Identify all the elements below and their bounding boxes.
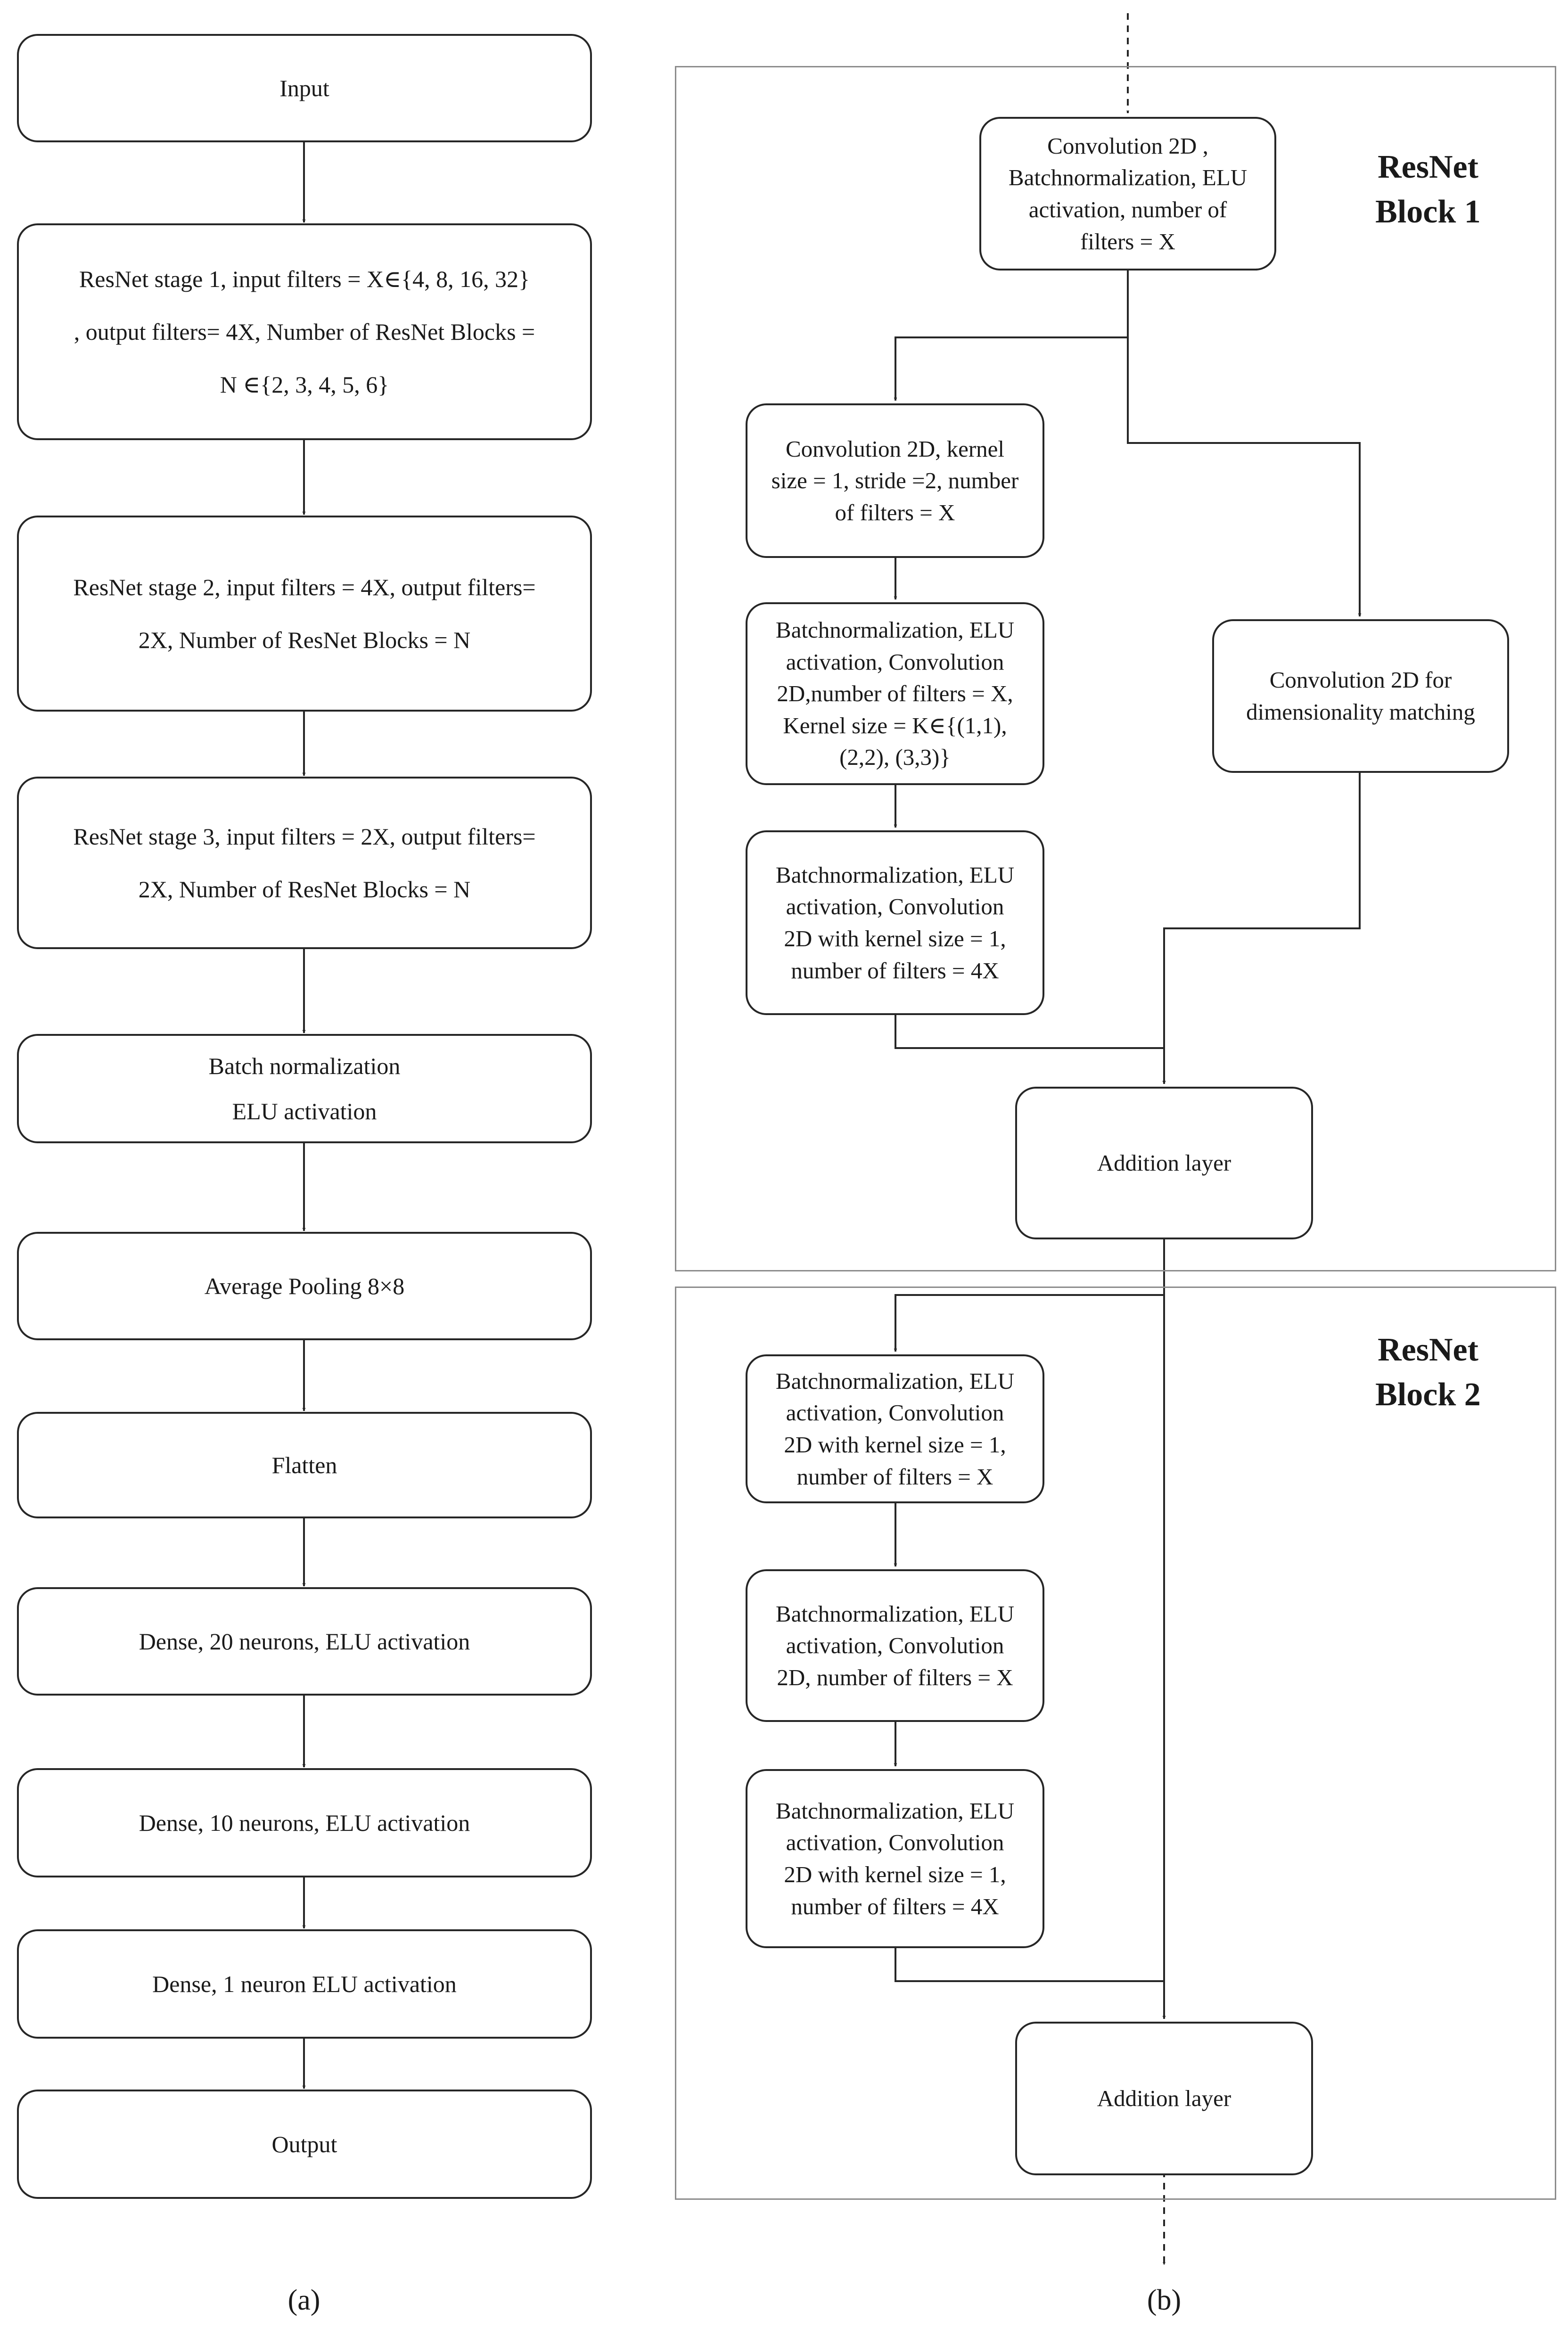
node-text-line: Average Pooling 8×8 [204,1273,405,1299]
arrow-dimmatch-to-addition1 [1162,772,1361,1084]
resnet-block-2-title-line-1: ResNet [1378,1332,1478,1368]
resnet-block-1-frame [675,66,1556,1271]
node-text-line: 2D,number of filters = X, [777,680,1013,707]
node-text-line: ResNet stage 2, input filters = 4X, outp… [73,574,536,600]
block2-bn-conv-b-node: Batchnormalization, ELU activation, Convo… [746,1569,1044,1722]
node-text-line: , output filters= 4X, Number of ResNet B… [74,319,535,345]
block2-bn-conv-c-node: Batchnormalization, ELU activation, Convo… [746,1769,1044,1948]
node-text-line: number of filters = 4X [791,1893,999,1919]
resnet-stage-2-node: ResNet stage 2, input filters = 4X, outp… [17,516,592,712]
node-text-line: Batch normalization [208,1053,401,1079]
node-text-line: 2D with kernel size = 1, [784,926,1006,951]
panel-a-caption: (a) [287,2284,320,2316]
node-text-line: 2X, Number of ResNet Blocks = N [138,876,471,902]
node-text-line: 2D with kernel size = 1, [784,1432,1006,1458]
node-text-line: activation, Convolution [786,648,1004,675]
average-pooling-node: Average Pooling 8×8 [17,1232,592,1340]
resnet-block-2-frame [675,1287,1556,2200]
resnet-stage-1-node: ResNet stage 1, input filters = X∈{4, 8,… [17,223,592,440]
resnet-block-2-title-line-2: Block 2 [1375,1376,1481,1413]
node-text-line: activation, number of [1028,197,1227,222]
node-text-line: ResNet stage 3, input filters = 2X, outp… [73,823,536,850]
node-text-line: number of filters = X [796,1463,993,1490]
node-text-line: activation, Convolution [786,1400,1004,1426]
node-text-line: Flatten [271,1452,337,1478]
output-node: Output [17,2090,592,2199]
block2-addition-layer-node: Addition layer [1015,2022,1313,2175]
dense-10-node: Dense, 10 neurons, ELU activation [17,1768,592,1877]
node-text-line: size = 1, stride =2, number [771,467,1019,494]
node-text-line: activation, Convolution [786,893,1004,920]
block1-bn-conv-k-node: Batchnormalization, ELU activation, Convo… [746,602,1044,785]
node-text-line: dimensionality matching [1246,699,1475,725]
node-text-line: Dense, 10 neurons, ELU activation [139,1810,470,1836]
node-text-line: Output [271,2131,337,2157]
node-text-line: ResNet stage 1, input filters = X∈{4, 8,… [79,266,530,292]
resnet-block-1-title: ResNet Block 1 [1338,145,1518,234]
node-text-line: Batchnormalization, ELU [775,616,1015,643]
node-text-line: Addition layer [1097,1150,1231,1176]
block1-addition-layer-node: Addition layer [1015,1087,1313,1239]
node-text-line: activation, Convolution [786,1632,1004,1659]
resnet-stage-3-node: ResNet stage 3, input filters = 2X, outp… [17,777,592,949]
node-text-line: Convolution 2D for [1269,667,1452,693]
resnet-block-2-title: ResNet Block 2 [1338,1328,1518,1417]
node-text-line: Convolution 2D, kernel [785,435,1005,462]
node-text-line: 2X, Number of ResNet Blocks = N [138,627,471,653]
resnet-block-1-title-line-1: ResNet [1378,149,1478,185]
node-text-line: number of filters = 4X [791,957,999,984]
node-text-line: Convolution 2D , [1047,132,1208,159]
arrow-bnc-to-addition2 [895,1947,1164,1982]
node-text-line: Addition layer [1097,2085,1231,2112]
node-text-line: ELU activation [232,1098,377,1124]
node-text-line: Batchnormalization, ELU [1008,164,1248,191]
node-text-line: 2D with kernel size = 1, [784,1861,1006,1887]
node-text-line: 2D, number of filters = X [777,1664,1013,1690]
dense-1-node: Dense, 1 neuron ELU activation [17,1929,592,2039]
block2-bn-conv-a-node: Batchnormalization, ELU activation, Convo… [746,1354,1044,1503]
block1-conv-stride-node: Convolution 2D, kernel size = 1, stride =… [746,403,1044,558]
node-text-line: Input [279,75,329,101]
node-text-line: Dense, 1 neuron ELU activation [152,1971,457,1997]
node-text-line: Batchnormalization, ELU [775,1797,1015,1824]
node-text-line: N ∈{2, 3, 4, 5, 6} [220,371,389,398]
node-text-line: Dense, 20 neurons, ELU activation [139,1628,470,1655]
arrow-convtop-to-stride [894,270,1129,401]
flatten-node: Flatten [17,1412,592,1518]
input-node: Input [17,34,592,142]
node-text-line: filters = X [1080,228,1175,254]
panel-b-caption: (b) [1147,2284,1182,2316]
block1-bn-conv-1x1-node: Batchnormalization, ELU activation, Convo… [746,830,1044,1015]
block1-dim-matching-node: Convolution 2D for dimensionality matchin… [1212,619,1509,773]
node-text-line: Batchnormalization, ELU [775,1368,1015,1394]
node-text-line: Kernel size = K∈{(1,1), [783,712,1007,738]
node-text-line: (2,2), (3,3)} [839,744,951,770]
node-text-line: activation, Convolution [786,1829,1004,1856]
block1-conv-top-node: Convolution 2D , Batchnormalization, ELU a… [979,117,1276,270]
resnet-block-1-title-line-2: Block 1 [1375,193,1481,230]
arrow-addition1-to-block2 [894,1238,1165,1352]
node-text-line: of filters = X [835,499,955,525]
node-text-line: Batchnormalization, ELU [775,1600,1015,1627]
node-text-line: Batchnormalization, ELU [775,861,1015,888]
arrow-convtop-to-dimmatch [1127,337,1362,617]
dense-20-node: Dense, 20 neurons, ELU activation [17,1587,592,1696]
